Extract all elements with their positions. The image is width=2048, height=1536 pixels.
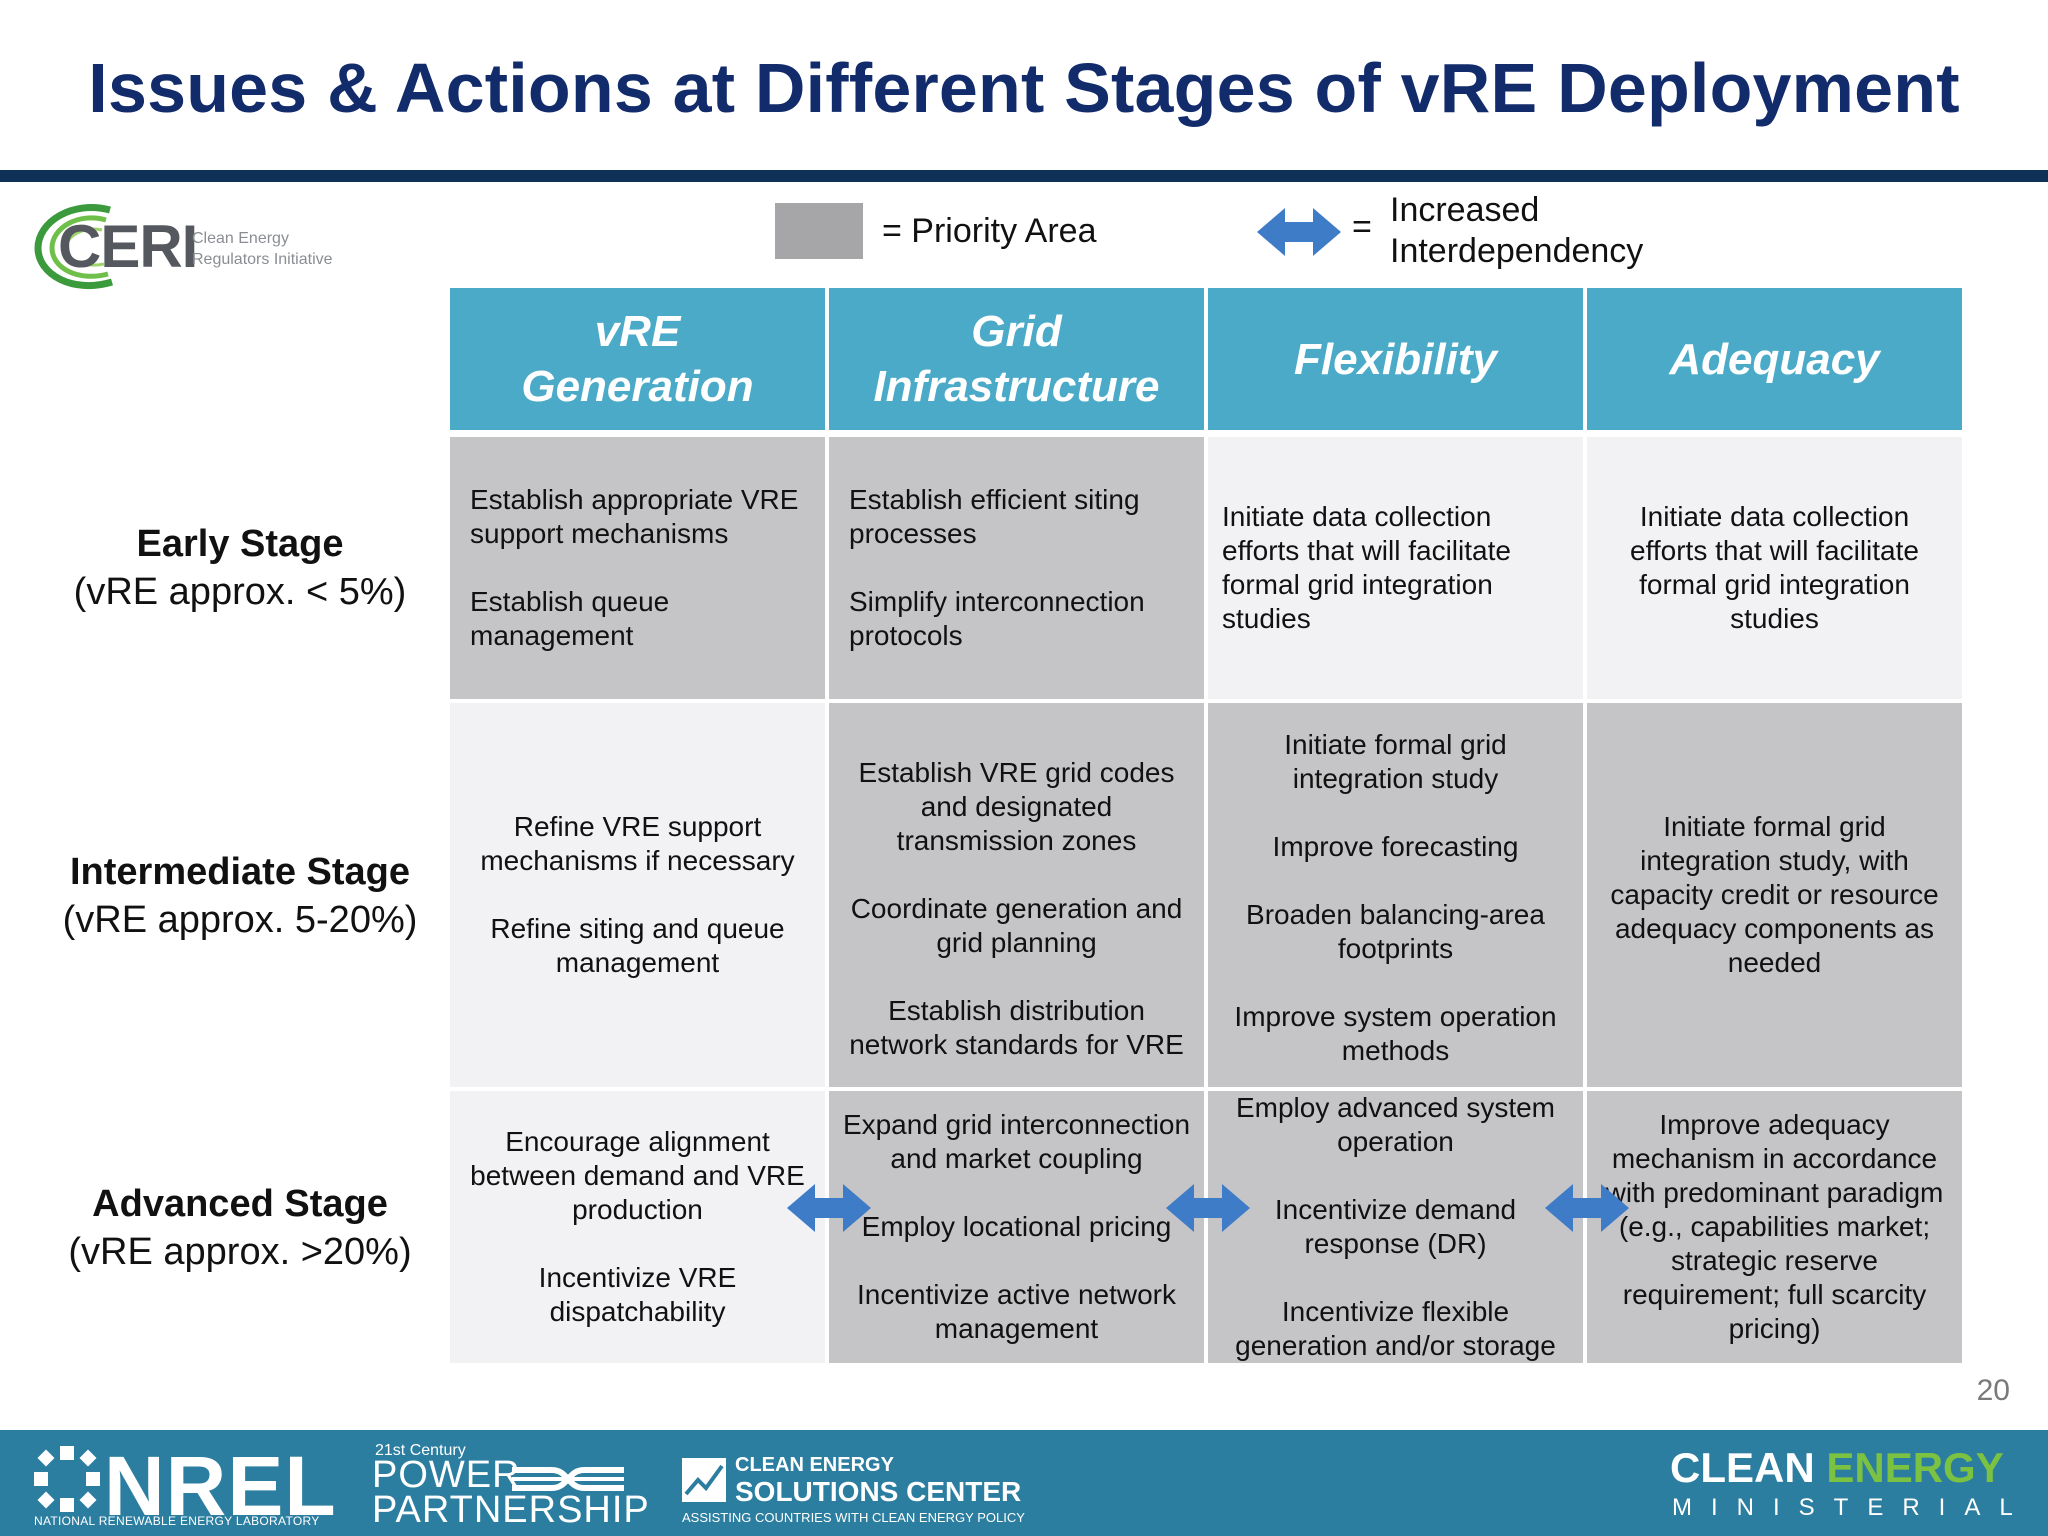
cell-advanced-adequacy: Improve adequacy mechanism in accordance… xyxy=(1587,1091,1962,1363)
ceri-wordmark: CERI xyxy=(58,213,198,280)
cesc-icon xyxy=(682,1458,726,1502)
stage-range: (vRE approx. 5-20%) xyxy=(62,899,418,941)
pp-power-label: POWER xyxy=(372,1454,521,1496)
cell-text: Initiate formal grid integration study I… xyxy=(1234,729,1557,1066)
ceri-logo: CERI Clean Energy Regulators Initiative xyxy=(32,200,352,292)
cell-text: Refine VRE support mechanisms if necessa… xyxy=(480,811,795,978)
cell-early-adequacy: Initiate data collection efforts that wi… xyxy=(1587,437,1962,699)
stage-early: Early Stage (vRE approx. < 5%) xyxy=(30,520,450,616)
cell-intermediate-flexibility: Initiate formal grid integration study I… xyxy=(1208,703,1583,1087)
header-label: Flexibility xyxy=(1294,334,1497,384)
pp-partnership-label: PARTNERSHIP xyxy=(372,1489,650,1531)
cell-intermediate-adequacy: Initiate formal grid integration study, … xyxy=(1587,703,1962,1087)
ceri-sub-line2: Regulators Initiative xyxy=(192,251,333,268)
page-number: 20 xyxy=(1976,1374,2010,1407)
cell-text: Initiate data collection efforts that wi… xyxy=(1630,501,1919,634)
double-arrow-icon xyxy=(787,1184,871,1232)
cesc-tagline: ASSISTING COUNTRIES WITH CLEAN ENERGY PO… xyxy=(682,1510,1025,1525)
cell-intermediate-grid-infrastructure: Establish VRE grid codes and designated … xyxy=(829,703,1204,1087)
cell-text: Establish appropriate VRE support mechan… xyxy=(470,484,799,651)
power-partnership-icon xyxy=(512,1467,624,1491)
cem-energy: ENERGY xyxy=(1826,1444,2004,1491)
nrel-wordmark: NREL xyxy=(104,1439,337,1533)
double-arrow-icon xyxy=(1257,208,1341,256)
header-label: Grid Infrastructure xyxy=(873,307,1160,411)
cell-text: Initiate formal grid integration study, … xyxy=(1610,811,1939,978)
legend-equals: = xyxy=(1352,208,1372,246)
cem-clean: CLEAN xyxy=(1670,1444,1815,1491)
stage-range: (vRE approx. >20%) xyxy=(68,1231,412,1273)
ceri-sub-line1: Clean Energy xyxy=(192,230,289,247)
stage-range: (vRE approx. < 5%) xyxy=(73,571,407,613)
cell-text: Employ advanced system operation Incenti… xyxy=(1235,1092,1556,1361)
header-adequacy: Adequacy xyxy=(1587,288,1962,430)
cell-text: Initiate data collection efforts that wi… xyxy=(1222,501,1511,634)
header-flexibility: Flexibility xyxy=(1208,288,1583,430)
cell-early-flexibility: Initiate data collection efforts that wi… xyxy=(1208,437,1583,699)
stage-intermediate: Intermediate Stage (vRE approx. 5-20%) xyxy=(30,848,450,944)
priority-area-label: = Priority Area xyxy=(882,212,1097,250)
header-label: vRE Generation xyxy=(521,307,754,411)
cell-text: Improve adequacy mechanism in accordance… xyxy=(1605,1109,1944,1344)
footer-bar xyxy=(0,1430,2048,1536)
slide-title: Issues & Actions at Different Stages of … xyxy=(88,49,1960,127)
stage-name: Intermediate Stage xyxy=(70,851,410,893)
stage-name: Early Stage xyxy=(136,523,344,565)
cesc-line1: CLEAN ENERGY xyxy=(735,1454,894,1476)
cell-text: Expand grid interconnection and market c… xyxy=(842,1109,1191,1344)
cem-wordmark: CLEAN ENERGY xyxy=(1670,1444,2004,1492)
header-label: Adequacy xyxy=(1669,334,1880,384)
ceri-swirl-icon xyxy=(34,204,114,290)
header-grid-infrastructure: Grid Infrastructure xyxy=(829,288,1204,430)
ceri-subtitle: Clean Energy Regulators Initiative xyxy=(192,228,333,270)
header-vre-generation: vRE Generation xyxy=(450,288,825,430)
cesc-line2: SOLUTIONS CENTER xyxy=(735,1476,1022,1507)
title-divider xyxy=(0,170,2048,182)
cell-advanced-flexibility: Employ advanced system operation Incenti… xyxy=(1208,1091,1583,1363)
cell-text: Encourage alignment between demand and V… xyxy=(470,1126,805,1327)
double-arrow-icon xyxy=(1166,1184,1250,1232)
nrel-sun-icon xyxy=(34,1446,100,1512)
cell-early-grid-infrastructure: Establish efficient siting processes Sim… xyxy=(829,437,1204,699)
pp-century-label: 21st Century xyxy=(375,1442,466,1459)
priority-area-swatch xyxy=(775,203,863,259)
cell-text: Establish efficient siting processes Sim… xyxy=(849,484,1145,651)
cem-ministerial: MINISTERIAL xyxy=(1672,1494,2032,1521)
interdependency-label: Increased Interdependency xyxy=(1390,191,1644,270)
nrel-subtitle: NATIONAL RENEWABLE ENERGY LABORATORY xyxy=(34,1514,320,1528)
cell-early-vre-generation: Establish appropriate VRE support mechan… xyxy=(450,437,825,699)
cell-text: Establish VRE grid codes and designated … xyxy=(849,757,1184,1060)
stage-name: Advanced Stage xyxy=(92,1183,388,1225)
stage-advanced: Advanced Stage (vRE approx. >20%) xyxy=(30,1180,450,1276)
cell-intermediate-vre-generation: Refine VRE support mechanisms if necessa… xyxy=(450,703,825,1087)
cell-advanced-vre-generation: Encourage alignment between demand and V… xyxy=(450,1091,825,1363)
double-arrow-icon xyxy=(1545,1184,1629,1232)
cell-advanced-grid-infrastructure: Expand grid interconnection and market c… xyxy=(829,1091,1204,1363)
